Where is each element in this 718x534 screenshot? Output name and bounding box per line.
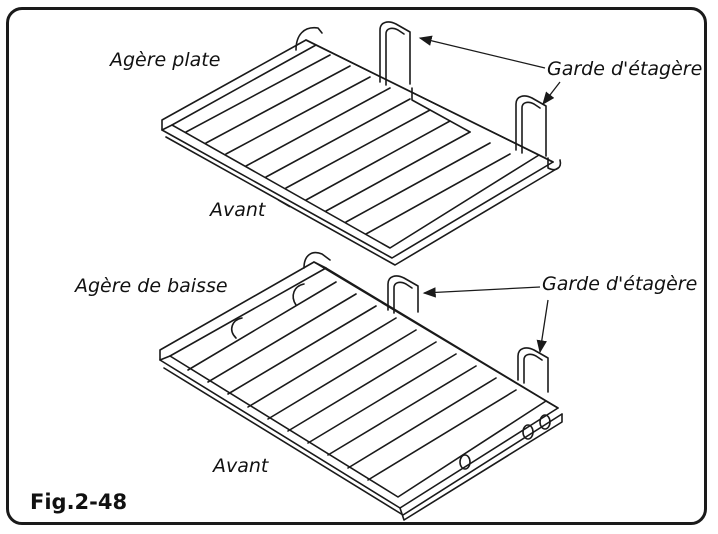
bottom-guard-label: Garde d'étagère xyxy=(542,273,698,295)
bottom-front-label: Avant xyxy=(213,455,269,477)
leader-line xyxy=(277,199,291,208)
drop-shelf-rack-drawing-icon xyxy=(159,251,563,521)
arrow-icon xyxy=(418,35,546,69)
figure-number: Fig.2-48 xyxy=(30,490,128,514)
top-guard-label: Garde d'étagère xyxy=(547,58,703,80)
flat-shelf-rack-drawing-icon xyxy=(161,21,562,266)
arrow-icon xyxy=(422,286,541,298)
top-shelf-label: Agère plate xyxy=(110,49,221,71)
arrow-icon xyxy=(542,81,561,106)
arrow-icon xyxy=(536,299,549,354)
top-front-label: Avant xyxy=(210,199,266,221)
bottom-shelf-label: Agère de baisse xyxy=(75,275,228,297)
